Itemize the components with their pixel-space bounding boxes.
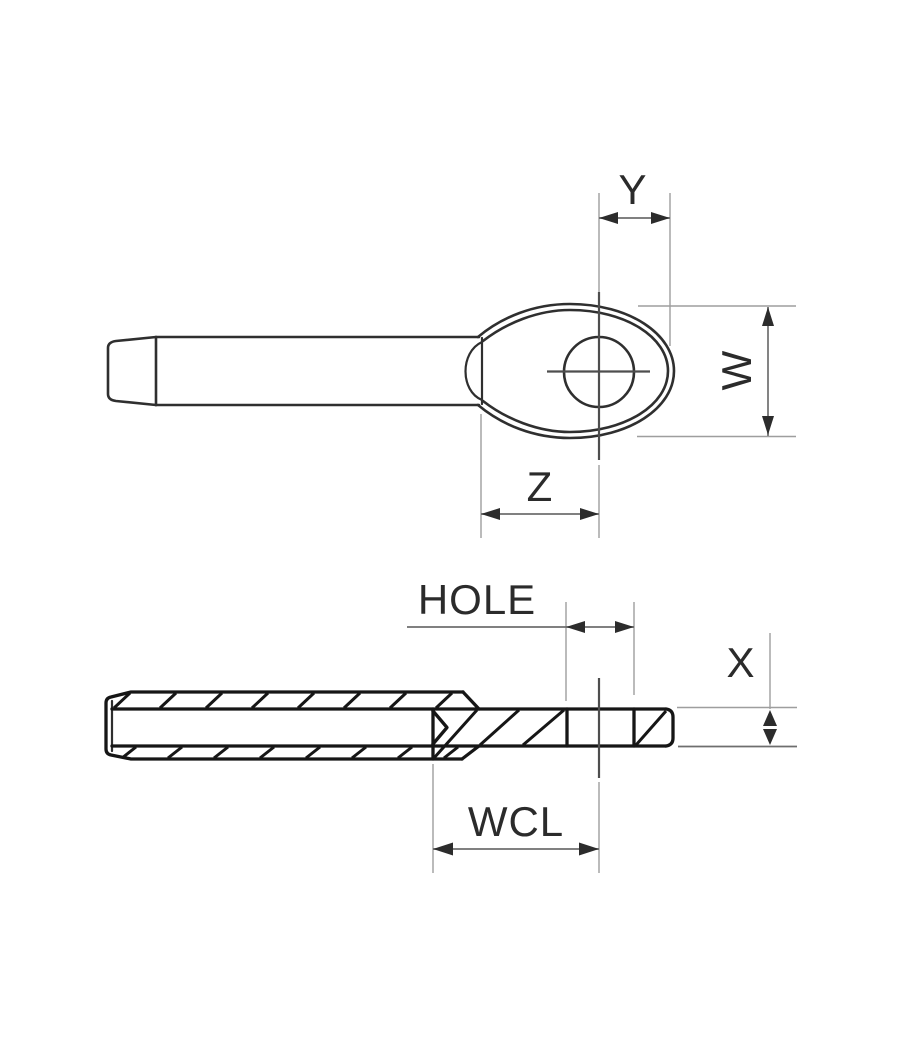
hatching-bottom-wall xyxy=(121,745,459,760)
dimension-wcl xyxy=(432,764,600,873)
hole-arrow-right xyxy=(615,621,634,633)
hatching-strip xyxy=(432,708,668,760)
w-arrow-bottom xyxy=(762,416,774,435)
bore-cone xyxy=(431,709,449,746)
eye-outline xyxy=(464,302,676,440)
hole-arrow-left xyxy=(566,621,585,633)
eye-inner-contour xyxy=(481,308,670,434)
z-arrow-right xyxy=(580,508,599,520)
shank-tip-outline xyxy=(106,335,158,407)
dimension-label-y: Y xyxy=(618,166,648,213)
dimension-hole xyxy=(407,602,635,701)
hole-centerlines xyxy=(547,292,650,460)
hole-section-edges xyxy=(565,707,636,748)
y-arrow-left xyxy=(599,212,618,224)
shank-outline xyxy=(106,335,481,407)
dimension-label-hole: HOLE xyxy=(417,576,537,623)
dimension-label-w: W xyxy=(713,349,760,391)
strip-end-cap xyxy=(664,707,675,748)
eye-neck-arc xyxy=(464,340,484,402)
dimension-label-z: Z xyxy=(526,463,554,510)
side-view xyxy=(106,193,796,538)
wcl-arrow-left xyxy=(433,842,453,856)
section-body-outline xyxy=(104,690,675,761)
wcl-arrow-right xyxy=(579,842,599,856)
x-arrow-up xyxy=(763,710,777,726)
transition-top-edge xyxy=(461,690,481,711)
transition-bottom-edge xyxy=(460,744,481,761)
body-outer-edge xyxy=(104,690,465,761)
dimension-label-x: X xyxy=(726,639,756,686)
dimension-w xyxy=(637,305,796,438)
z-arrow-left xyxy=(481,508,500,520)
dimension-x xyxy=(677,633,797,748)
eye-outer-contour xyxy=(476,302,676,440)
x-arrow-down xyxy=(763,729,777,745)
dimension-y xyxy=(598,193,671,346)
dimension-z xyxy=(480,414,600,538)
bore-end xyxy=(431,707,449,761)
y-arrow-right xyxy=(651,212,670,224)
section-view xyxy=(104,602,797,873)
dimension-label-wcl: WCL xyxy=(467,798,565,845)
hatching-top-wall xyxy=(112,691,454,710)
w-arrow-top xyxy=(762,307,774,326)
